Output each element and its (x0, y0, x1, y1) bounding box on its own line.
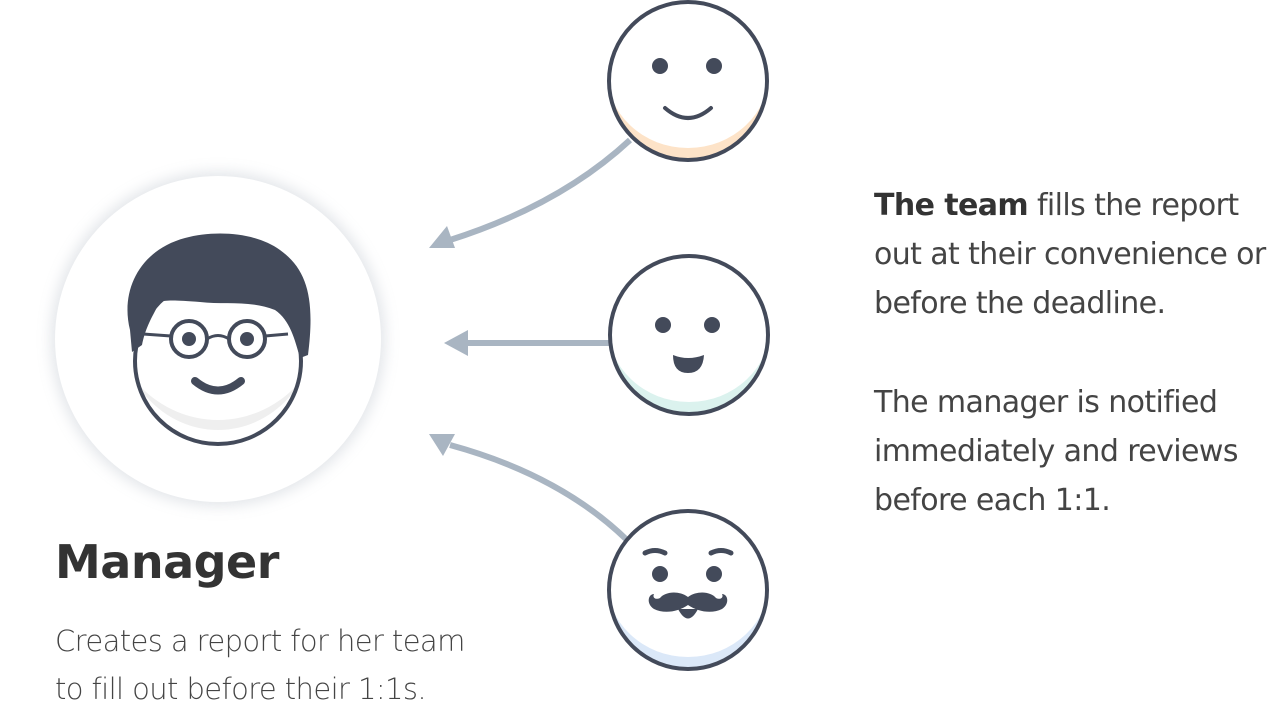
manager-info-line1: The manager is notified (874, 385, 1218, 420)
manager-info-text: The manager is notified immediately and … (874, 378, 1280, 525)
arrow-bottom (429, 434, 630, 543)
manager-info-line3: before each 1:1. (874, 483, 1111, 518)
manager-description: Creates a report for her team to fill ou… (55, 617, 465, 713)
smiling-member-face-icon (607, 0, 769, 162)
manager-desc-line2: to fill out before their 1:1s. (55, 672, 427, 706)
manager-title: Manager (55, 535, 279, 589)
team-info-bold: The team (874, 188, 1029, 223)
manager-face-icon (127, 233, 311, 446)
arrow-middle (444, 330, 610, 356)
team-info-text: The team fills the report out at their c… (874, 181, 1280, 328)
team-info-line3: before the deadline. (874, 286, 1166, 321)
manager-desc-line1: Creates a report for her team (55, 624, 465, 658)
happy-member-face-icon (608, 254, 770, 416)
manager-info-line2: immediately and reviews (874, 434, 1238, 469)
team-info-line1-rest: fills the report (1028, 188, 1239, 223)
team-info-line1: The team fills the report (874, 181, 1280, 230)
team-info-line2: out at their convenience or (874, 237, 1266, 272)
arrow-top (429, 137, 633, 248)
mustache-member-face-icon (607, 509, 769, 671)
